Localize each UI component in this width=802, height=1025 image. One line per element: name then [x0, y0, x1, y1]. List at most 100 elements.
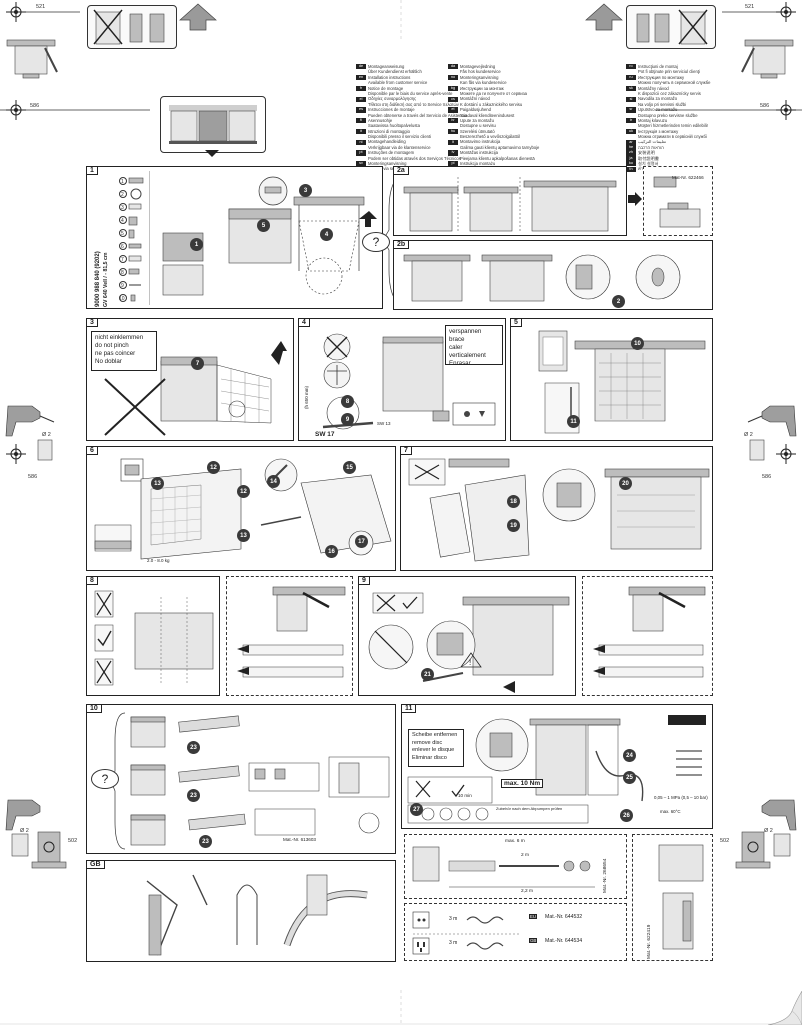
registration-mark-icon	[776, 100, 796, 120]
warning-line-de: nicht einklemmen	[95, 334, 144, 341]
hose-2m-length: 2 m	[521, 853, 529, 858]
language-row: Galima gauti klientų aptarnavimo tarnybo…	[448, 145, 568, 150]
step-number: 9	[359, 577, 370, 585]
callout-17: 17	[355, 535, 368, 548]
step-9-detail-panel	[582, 576, 713, 696]
warning-line-de: Scheibe entfernen	[412, 732, 458, 738]
language-row-text: Installation instructions	[368, 74, 411, 80]
step-8-panel: 8	[86, 576, 220, 696]
language-row: Müşteri hizmetlerinden temin edilebilir	[626, 123, 746, 128]
dim-top-left: 521	[36, 4, 46, 10]
mat-nr-hose: Mat.-Nr. 268654	[603, 858, 608, 893]
cable-length-gb: 3 m	[449, 940, 458, 946]
callout-23c: 23	[199, 835, 212, 848]
up-arrow-icon	[179, 3, 217, 31]
language-code-badge: en	[356, 74, 366, 81]
warning-line-fr: enlever le disque	[412, 747, 455, 753]
language-code-badge: sv	[356, 161, 366, 167]
language-row: Можно получить в сервисной службе	[626, 80, 746, 85]
up-arrow-icon	[585, 3, 623, 31]
language-row: K dostání u zákaznického servisu	[448, 102, 568, 107]
right-arrow-icon	[628, 192, 642, 206]
language-code-badge: ko	[626, 161, 636, 167]
language-row: Pot fi obţinute prin serviciul clienţi	[626, 69, 746, 74]
language-row: Можете да ги получите от сервиза	[448, 91, 568, 96]
callout-1: 1	[190, 238, 203, 251]
svg-text:10: 10	[119, 296, 125, 302]
language-code-badge: fr	[356, 85, 366, 91]
callout-25: 25	[623, 771, 636, 784]
language-row: Dostupne u servisu	[448, 123, 568, 128]
step-number: 5	[511, 319, 522, 327]
height-label: (h 650 mm)	[304, 385, 309, 409]
language-row: Disponible par le biais du service après…	[356, 91, 476, 96]
cable-length-eu: 3 m	[449, 916, 458, 922]
dim-side-left: 586	[28, 474, 38, 480]
language-row-text: Upute za montažu	[460, 117, 494, 123]
model-number-text: 9000 988 840 (9202)	[95, 251, 101, 307]
callout-26: 26	[620, 809, 633, 822]
callout-13: 13	[151, 477, 164, 490]
warning-line-fr: caler verticalement	[449, 344, 486, 359]
registration-mark-icon	[6, 2, 26, 22]
gb-illustration	[146, 874, 368, 956]
wrench-size-label: SW 17	[315, 431, 335, 438]
language-row-text: Инструкция по монтажу	[638, 74, 685, 80]
step-4-panel: 4 verspannen brace caler verticalement E…	[298, 318, 506, 441]
language-row-text: הוראות הרכבה	[638, 144, 664, 150]
language-code-badge: ru	[626, 74, 636, 81]
parts-list-icons: 1 2 3 4 5 6 7 8 9 10	[119, 177, 144, 302]
language-row-text: Можна отримати в сервісній службі	[638, 134, 707, 140]
model-variant: GV 640 Vell / - 81,5 cm	[103, 252, 109, 307]
step-1-panel: 1 9000 988 840 (9202) GV 640 Vell / - 81…	[86, 166, 383, 309]
warning-line-es: Eliminar disco	[412, 754, 447, 761]
step-8-detail-panel	[226, 576, 353, 696]
step-8-illustration	[94, 590, 214, 686]
step-9-panel: 9 ! 21	[358, 576, 576, 696]
callout-20: 20	[619, 477, 632, 490]
svg-text:6: 6	[121, 244, 124, 250]
appliance-front-overview	[160, 96, 266, 153]
language-code-badge: ro	[626, 64, 636, 70]
language-row-text: Monteringsanvisning	[460, 74, 499, 80]
language-row-text: Instruções de montagem	[368, 150, 415, 156]
language-row-text: Montāžas instrukcija	[460, 150, 498, 156]
language-row-text: Pot fi obţinute prin serviciul clienţi	[638, 69, 700, 75]
registration-mark-icon	[776, 2, 796, 22]
callout-16: 16	[325, 545, 338, 558]
language-row: Saadaval klienditeenindusest	[448, 113, 568, 118]
language-code-badge: no	[448, 74, 458, 81]
language-row: Kan fås via kundeservice	[448, 80, 568, 85]
language-code-badge: uk	[626, 128, 636, 135]
step-5-panel: 5 10 11	[510, 318, 713, 441]
max-temp-label: max. 60°C	[660, 809, 681, 814]
callout-12: 12	[207, 461, 220, 474]
language-row-text: Montážny návod	[638, 85, 669, 91]
dim-bottom-left: 502	[68, 838, 78, 844]
registration-mark-icon	[776, 444, 796, 464]
step-10-panel: 10 ? 23 23 23 Mat.-Nr. 613603	[86, 704, 396, 854]
language-code-badge: hu	[448, 128, 458, 135]
hose-extension-panel: max. 6 m 2 m 2,2 m Mat.-Nr. 268654	[404, 834, 627, 899]
step-3-illustration	[104, 341, 287, 436]
svg-text:9: 9	[121, 283, 124, 289]
step-3-warning-box: nicht einklemmen do not pinch ne pas coi…	[91, 331, 157, 371]
language-code-badge: ar	[626, 139, 636, 145]
svg-text:7: 7	[121, 257, 124, 263]
language-row: Kan fås via service	[356, 166, 476, 171]
language-code-badge: sl	[626, 96, 636, 102]
callout-11: 11	[567, 415, 580, 428]
language-code-badge: fi	[356, 118, 366, 124]
language-row-text: Pueden obtenerse a través del Servicio d…	[368, 112, 467, 118]
hose-max-length: max. 6 m	[505, 839, 525, 844]
wait-time-label: 10 min	[458, 793, 472, 798]
language-row: K dispozícii cez zákaznícky servis	[626, 91, 746, 96]
language-row-text: Kan fås via kundeservice	[460, 80, 507, 86]
